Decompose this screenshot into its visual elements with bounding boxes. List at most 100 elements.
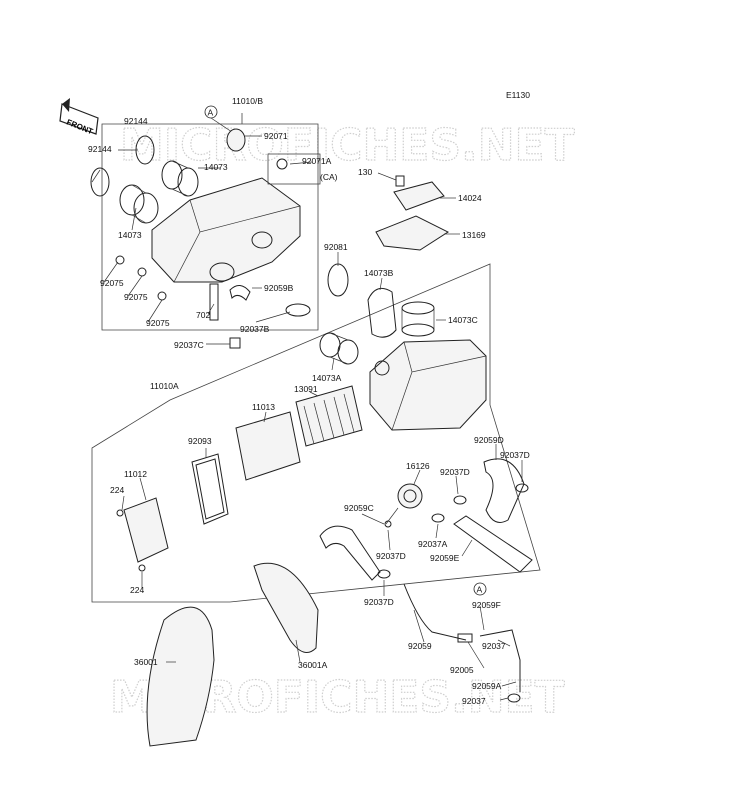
- nut-92075-b: [137, 267, 147, 277]
- element-11013: [235, 411, 301, 481]
- label-92037b: 92037B: [240, 324, 270, 334]
- label-14024: 14024: [458, 193, 482, 203]
- clamp-92037d-a: [515, 483, 529, 493]
- label-ca: (CA): [320, 172, 338, 182]
- svg-text:A: A: [477, 585, 483, 595]
- front-arrow-icon: FRONT: [59, 98, 99, 136]
- clamp-92081: [327, 263, 349, 297]
- label-92037d-b: 92037D: [440, 467, 470, 477]
- nut-92075-a: [115, 255, 125, 265]
- side-cover-36001: [146, 606, 215, 747]
- label-92005: 92005: [450, 665, 474, 675]
- fitting-92005: [457, 633, 473, 643]
- duct-14073c: [401, 301, 435, 337]
- clamp-92037d-b: [453, 495, 467, 505]
- label-36001: 36001: [134, 657, 158, 667]
- valve-16126: [385, 483, 423, 525]
- leader-lines: [91, 135, 523, 701]
- clip-92037d: [384, 520, 392, 528]
- label-702: 702: [196, 310, 210, 320]
- hose-92059b: [229, 285, 251, 301]
- label-92037d-a: 92037D: [500, 450, 530, 460]
- cover-11012: [123, 497, 169, 563]
- air-box-housing: [151, 177, 301, 283]
- label-224-a: 224: [110, 485, 124, 495]
- label-11010b: 11010/B: [232, 96, 263, 106]
- screw-224-a: [116, 509, 124, 517]
- label-36001a: 36001A: [298, 660, 328, 670]
- label-92037a: 92037A: [418, 539, 448, 549]
- label-92075-a: 92075: [100, 278, 124, 288]
- bolt-130: [395, 175, 405, 187]
- cap-92071: [226, 128, 246, 152]
- label-92037-e: 92037: [462, 696, 486, 706]
- part-labels: 11010/B 92071 92144 92144 14073 14073 92…: [88, 96, 530, 706]
- label-92059d: 92059D: [474, 435, 504, 445]
- label-92037: 92037: [482, 641, 506, 651]
- clamp-92037d-c: [377, 569, 391, 579]
- label-92037d-c: 92037D: [376, 551, 406, 561]
- label-92075-b: 92075: [124, 292, 148, 302]
- duct-14073a: [319, 332, 359, 365]
- frame-main: [91, 263, 541, 603]
- label-16126: 16126: [406, 461, 430, 471]
- label-11012: 11012: [124, 469, 147, 479]
- label-13091: 13091: [294, 384, 318, 394]
- label-13169: 13169: [462, 230, 486, 240]
- label-92144-b: 92144: [88, 144, 112, 154]
- callout-a-top: A: [204, 105, 233, 133]
- clamp-92037c: [229, 337, 241, 349]
- hose-92059e: [453, 515, 533, 573]
- gasket-92093: [191, 453, 229, 525]
- label-14073a: 14073A: [312, 373, 342, 383]
- label-224-b: 224: [130, 585, 144, 595]
- tube-702: [209, 283, 219, 321]
- svg-text:A: A: [208, 108, 214, 118]
- duct-14073-a: [161, 160, 199, 197]
- label-14073c: 14073C: [448, 315, 478, 325]
- cap-92071a: [276, 158, 288, 170]
- label-14073-b: 14073: [118, 230, 142, 240]
- clamp-92144-b: [90, 167, 110, 197]
- nut-92075-c: [157, 291, 167, 301]
- hose-92059d: [483, 458, 525, 523]
- label-14073-a: 14073: [204, 162, 228, 172]
- label-92093: 92093: [188, 436, 212, 446]
- hose-92059: [403, 583, 467, 641]
- label-92059c: 92059C: [344, 503, 374, 513]
- label-92059b: 92059B: [264, 283, 294, 293]
- label-92037c: 92037C: [174, 340, 204, 350]
- cover-14024: [393, 181, 445, 211]
- seal-14073b: [367, 287, 397, 338]
- label-14073b: 14073B: [364, 268, 394, 278]
- duct-14073-b: [119, 184, 159, 224]
- label-92059a: 92059A: [472, 681, 502, 691]
- label-92059e: 92059E: [430, 553, 460, 563]
- label-92037d-d: 92037D: [364, 597, 394, 607]
- screw-224-b: [138, 564, 146, 572]
- hose-92059f: [479, 629, 521, 692]
- label-11010a: 11010A: [150, 381, 179, 391]
- label-92071: 92071: [264, 131, 288, 141]
- label-92071a: 92071A: [302, 156, 332, 166]
- bracket-13169: [375, 215, 450, 251]
- label-11013: 11013: [252, 402, 275, 412]
- label-92059f: 92059F: [472, 600, 501, 610]
- label-92059: 92059: [408, 641, 432, 651]
- diagram-code: E1130: [506, 90, 530, 100]
- element-13091: [295, 385, 363, 447]
- clamp-92037a: [431, 513, 445, 523]
- clamp-92037b: [285, 303, 311, 317]
- label-92144-a: 92144: [124, 116, 148, 126]
- label-92075-c: 92075: [146, 318, 170, 328]
- frame-upper-left: [101, 123, 319, 331]
- label-130: 130: [358, 167, 372, 177]
- lower-housing: [369, 339, 487, 431]
- label-92081: 92081: [324, 242, 348, 252]
- callout-a-bottom: A: [473, 582, 487, 596]
- watermark-top: MICROFICHES.NET: [120, 120, 575, 171]
- frame-92071a: [267, 153, 321, 185]
- side-cover-36001a: [253, 562, 319, 653]
- gasket-92093-inner: [195, 458, 225, 520]
